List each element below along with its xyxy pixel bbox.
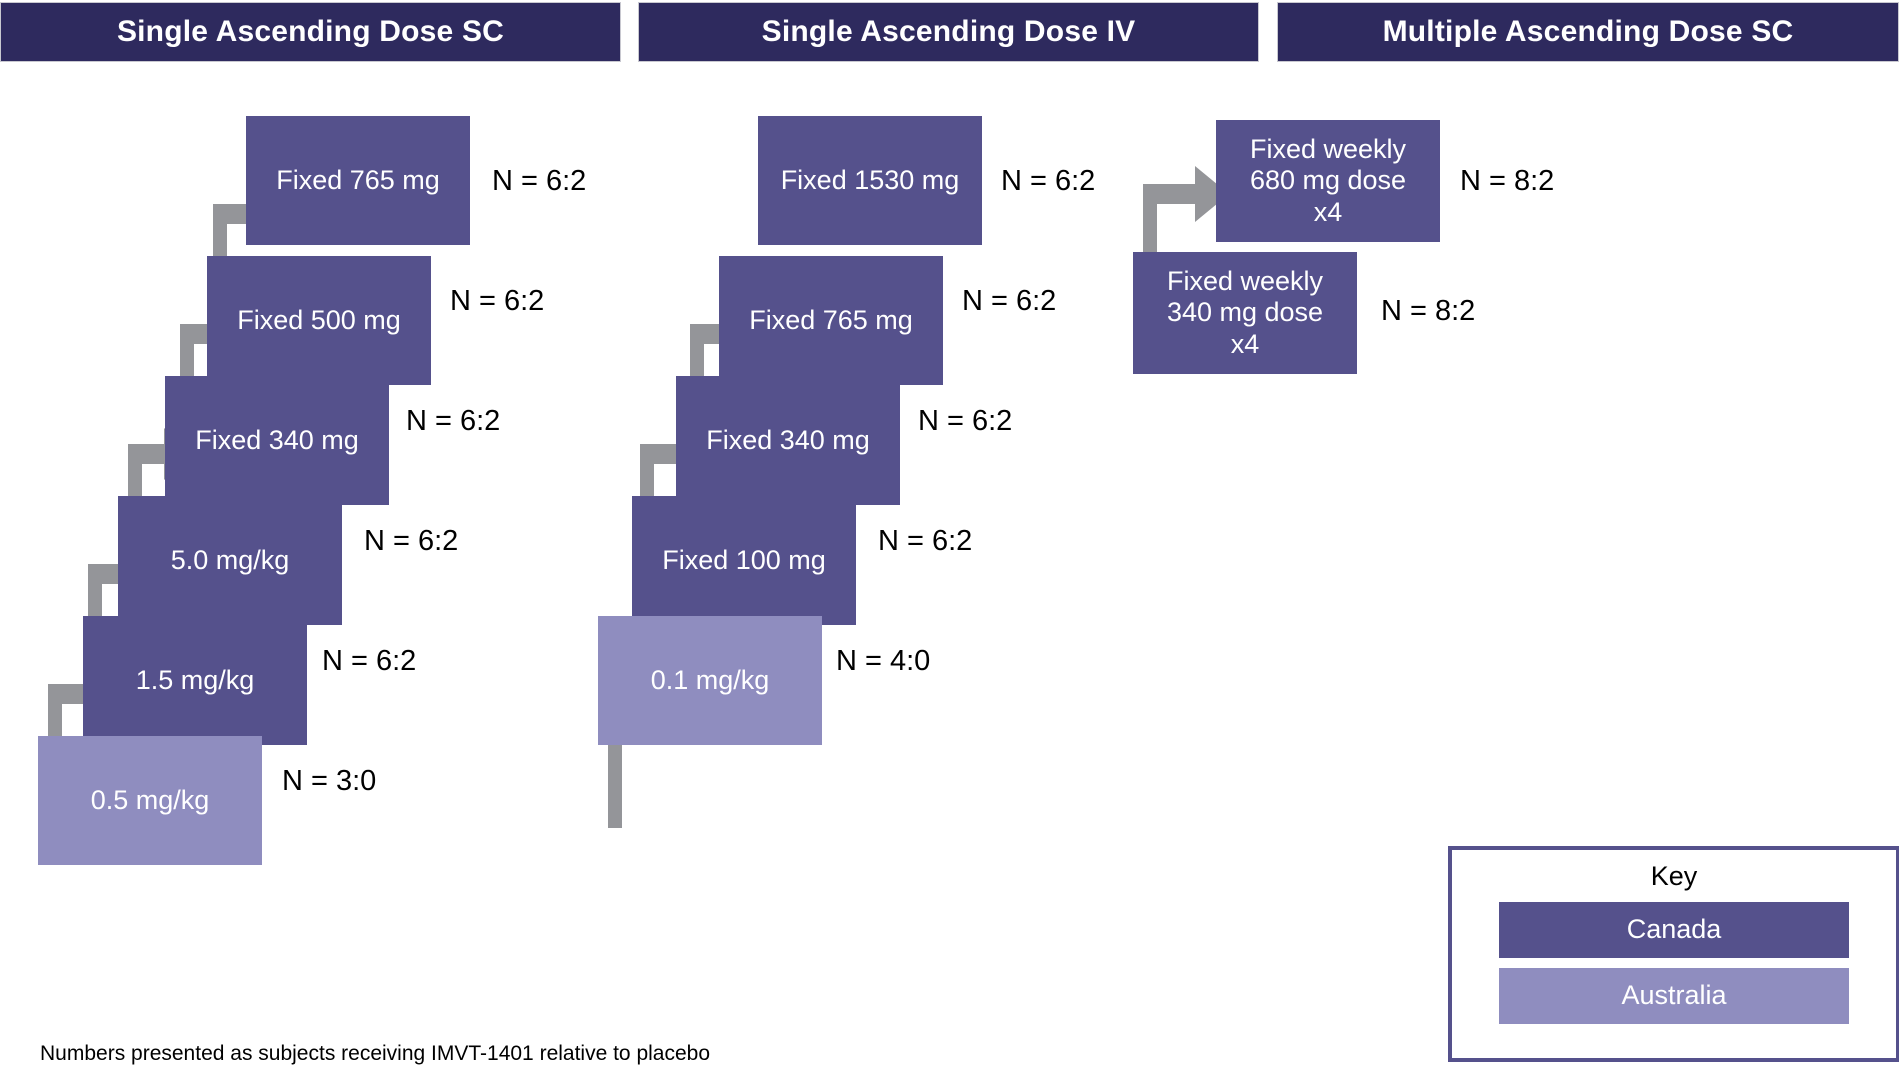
n-label-mad-sc-680mg: N = 8:2 (1460, 160, 1554, 202)
n-label-text: N = 6:2 (918, 404, 1013, 437)
dose-box-label: Fixed 765 mg (276, 164, 440, 195)
dose-box-mad-sc-680mg[interactable]: Fixed weekly 680 mg dose x4 (1216, 120, 1440, 242)
key-entry-australia-label: Australia (1621, 980, 1727, 1011)
dose-box-sad-iv-1530mg[interactable]: Fixed 1530 mg (758, 116, 982, 245)
column-header-sad-iv-label: Single Ascending Dose IV (761, 15, 1136, 48)
column-header-sad-sc: Single Ascending Dose SC (0, 2, 621, 62)
dose-box-sad-sc-500mg[interactable]: Fixed 500 mg (207, 256, 431, 385)
dose-box-label: Fixed 340 mg (706, 424, 870, 455)
dose-box-sad-iv-765mg[interactable]: Fixed 765 mg (719, 256, 943, 385)
n-label-sad-iv-100mg: N = 6:2 (878, 520, 972, 562)
key-entry-australia: Australia (1499, 967, 1849, 1024)
n-label-sad-iv-340mg: N = 6:2 (918, 400, 1012, 442)
key-entry-canada-label: Canada (1626, 914, 1722, 945)
dose-box-label: Fixed 1530 mg (780, 164, 960, 195)
dose-box-label: Fixed weekly 340 mg dose x4 (1166, 265, 1324, 359)
dose-box-sad-iv-100mg[interactable]: Fixed 100 mg (632, 496, 856, 625)
n-label-sad-sc-0-5mgkg: N = 3:0 (282, 760, 376, 802)
dose-box-sad-sc-765mg[interactable]: Fixed 765 mg (246, 116, 470, 245)
column-header-mad-sc-label: Multiple Ascending Dose SC (1382, 15, 1794, 48)
n-label-text: N = 6:2 (406, 404, 501, 437)
dose-box-label: Fixed 340 mg (195, 424, 359, 455)
n-label-sad-iv-765mg: N = 6:2 (962, 280, 1056, 322)
dose-box-label: Fixed weekly 680 mg dose x4 (1249, 133, 1407, 227)
dose-box-label: Fixed 765 mg (749, 304, 913, 335)
key-title: Key (1650, 861, 1698, 891)
dose-box-sad-sc-340mg[interactable]: Fixed 340 mg (165, 376, 389, 505)
dose-box-sad-iv-340mg[interactable]: Fixed 340 mg (676, 376, 900, 505)
n-label-mad-sc-340mg: N = 8:2 (1381, 290, 1475, 332)
dose-box-sad-sc-1-5mgkg[interactable]: 1.5 mg/kg (83, 616, 307, 745)
dose-box-sad-sc-0-5mgkg[interactable]: 0.5 mg/kg (38, 736, 262, 865)
n-label-text: N = 6:2 (962, 284, 1057, 317)
dose-box-label: 5.0 mg/kg (170, 544, 290, 575)
n-label-sad-sc-500mg: N = 6:2 (450, 280, 544, 322)
n-label-text: N = 8:2 (1460, 164, 1555, 197)
dose-box-mad-sc-340mg[interactable]: Fixed weekly 340 mg dose x4 (1133, 252, 1357, 374)
key-entry-canada: Canada (1499, 901, 1849, 958)
key-legend: Key Canada Australia (1448, 846, 1899, 1062)
dose-box-label: 1.5 mg/kg (135, 664, 255, 695)
n-label-sad-sc-340mg: N = 6:2 (406, 400, 500, 442)
n-label-sad-sc-5mgkg: N = 6:2 (364, 520, 458, 562)
column-header-sad-iv: Single Ascending Dose IV (638, 2, 1259, 62)
n-label-sad-iv-0-1mgkg: N = 4:0 (836, 640, 930, 682)
escalation-arrow-mad-sc-1 (1143, 166, 1229, 268)
n-label-text: N = 6:2 (450, 284, 545, 317)
column-header-sad-sc-label: Single Ascending Dose SC (116, 15, 505, 48)
n-label-sad-sc-1-5mgkg: N = 6:2 (322, 640, 416, 682)
n-label-text: N = 6:2 (878, 524, 973, 557)
n-label-text: N = 6:2 (322, 644, 417, 677)
n-label-text: N = 6:2 (364, 524, 459, 557)
n-label-text: N = 8:2 (1381, 294, 1476, 327)
footnote: Numbers presented as subjects receiving … (40, 1042, 711, 1065)
dose-box-sad-iv-0-1mgkg[interactable]: 0.1 mg/kg (598, 616, 822, 745)
dose-box-sad-sc-5mgkg[interactable]: 5.0 mg/kg (118, 496, 342, 625)
n-label-text: N = 4:0 (836, 644, 931, 677)
n-label-text: N = 3:0 (282, 764, 377, 797)
dose-box-label: 0.1 mg/kg (650, 664, 770, 695)
n-label-text: N = 6:2 (492, 164, 587, 197)
dose-box-label: 0.5 mg/kg (90, 784, 210, 815)
column-header-mad-sc: Multiple Ascending Dose SC (1277, 2, 1899, 62)
n-label-text: N = 6:2 (1001, 164, 1096, 197)
n-label-sad-iv-1530mg: N = 6:2 (1001, 160, 1095, 202)
dose-box-label: Fixed 100 mg (662, 544, 826, 575)
dose-box-label: Fixed 500 mg (237, 304, 401, 335)
n-label-sad-sc-765mg: N = 6:2 (492, 160, 586, 202)
